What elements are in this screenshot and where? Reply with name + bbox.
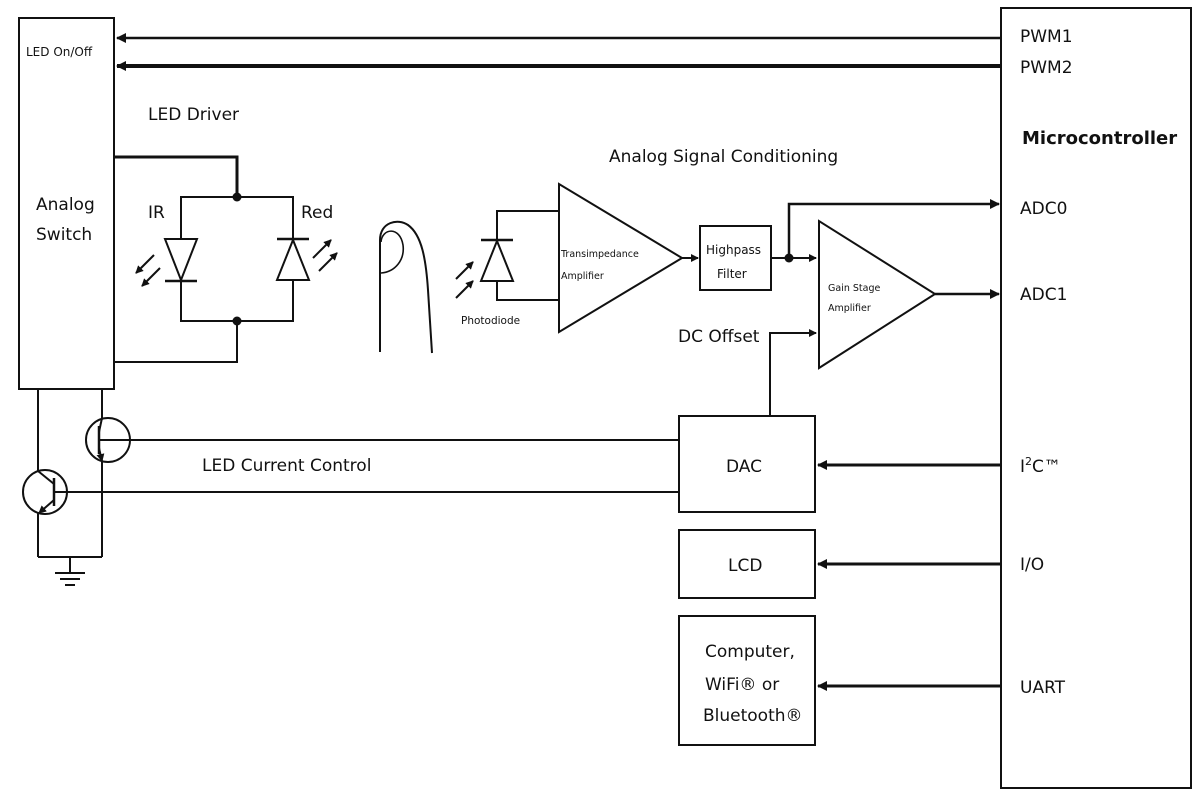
pin-i2c-sup: 2 [1025,455,1032,468]
dac-box [678,415,816,513]
transistor-1-icon [85,389,131,557]
led-driver-label: LED Driver [148,105,239,125]
gain-label-2: Amplifier [828,303,871,314]
led-top-wire [114,155,239,197]
hpf-label-1: Highpass [706,243,761,257]
analog-switch-block: LED On/Off Analog Switch [18,17,115,390]
pin-pwm2: PWM2 [1020,58,1073,78]
transimpedance-amplifier: Transimpedance Amplifier [558,182,684,334]
highpass-filter: Highpass Filter [699,225,772,291]
pin-io: I/O [1020,555,1044,575]
microcontroller-block: Microcontroller PWM1 PWM2 ADC0 ADC1 I2C™… [1000,7,1192,789]
bridge-top-wire [180,196,294,238]
photodiode-block: Photodiode [455,210,559,327]
lcd-label: LCD [728,556,762,576]
diagram-title: Analog Signal Conditioning [609,147,838,167]
led-current-control-label: LED Current Control [202,456,371,476]
dc-offset-arrow [769,329,817,416]
dac-block: DAC [678,415,816,513]
red-led-icon [275,237,338,281]
comm-label-2: WiFi® or [705,675,779,695]
hpf-label-2: Filter [717,267,747,281]
pin-pwm1: PWM1 [1020,27,1073,47]
ir-label: IR [148,203,165,223]
pin-uart: UART [1020,678,1066,698]
gain-triangle [818,219,937,370]
junction-top [232,192,242,202]
ir-led-icon [135,238,199,287]
transistor-2-icon [22,389,68,557]
comm-label-1: Computer, [705,642,795,662]
tia-label-2: Amplifier [561,271,604,282]
red-label: Red [301,203,333,223]
bridge-bottom-wire [180,281,294,322]
microcontroller-box [1000,7,1192,789]
pin-i2c-tail: C™ [1032,457,1061,477]
pin-i2c-base: I [1020,457,1025,477]
pin-i2c: I2C™ [1020,455,1061,477]
finger-icon [379,220,433,354]
comm-box [678,615,816,746]
tia-label-1: Transimpedance [560,249,639,260]
junction-bottom [232,316,242,326]
ground-icon [38,556,102,586]
gain-stage-amplifier: Gain Stage Amplifier [818,219,937,370]
analog-switch-box [18,17,115,390]
tia-triangle [558,182,684,334]
photodiode-label: Photodiode [461,315,520,327]
lcd-box [678,529,816,599]
analog-switch-label-2: Switch [36,225,92,245]
gain-label-1: Gain Stage [828,283,880,294]
comm-block: Computer, WiFi® or Bluetooth® [678,615,816,746]
pin-adc1: ADC1 [1020,285,1067,305]
led-bottom-wire [114,321,238,363]
adc0-arrow [787,199,1000,258]
comm-label-3: Bluetooth® [703,706,803,726]
dc-offset-label: DC Offset [678,327,760,347]
photodiode-icon [479,238,515,282]
microcontroller-title: Microcontroller [1022,128,1177,149]
dac-label: DAC [726,457,762,477]
lcd-block: LCD [678,529,816,599]
analog-switch-label-1: Analog [36,195,95,215]
led-bridge: IR Red [114,155,338,363]
led-onoff-label: LED On/Off [26,45,93,59]
pin-adc0: ADC0 [1020,199,1067,219]
